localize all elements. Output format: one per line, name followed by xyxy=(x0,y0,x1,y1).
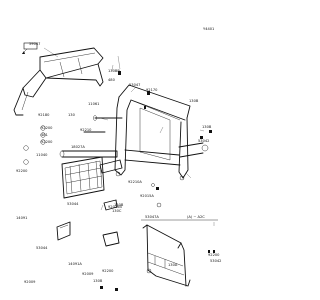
part-label: 130B xyxy=(189,99,199,103)
part-label: 11061 xyxy=(88,102,99,106)
parts-diagram: Y4401 xyxy=(13,27,221,291)
part-label: 480 xyxy=(108,78,116,82)
roll-bar-upper-frame xyxy=(13,47,104,116)
part-label: 18027A xyxy=(71,145,85,149)
part-label: 53042 xyxy=(198,139,209,143)
part-label: 11040 xyxy=(36,153,48,157)
part-label: 130BB xyxy=(108,69,120,73)
part-labels: 59047 130BB 480 53047 92170 11061 130B 9… xyxy=(16,42,221,284)
part-label: 92180 xyxy=(38,113,50,117)
part-label: 92009 xyxy=(24,280,36,284)
part-label: 130C xyxy=(112,209,122,213)
part-label: 53047 xyxy=(129,83,140,87)
part-label: 130A xyxy=(168,263,178,267)
page-code: Y4401 xyxy=(203,27,214,31)
part-label: 130B xyxy=(202,125,212,129)
part-label: 481 xyxy=(41,133,48,137)
detail-frame-a xyxy=(141,219,218,287)
rear-screen-panel xyxy=(61,156,105,199)
clamp-brackets xyxy=(56,199,120,247)
cross-bar xyxy=(59,150,123,174)
part-label: 92200 xyxy=(102,269,114,273)
part-label: 130 xyxy=(68,113,76,117)
part-label: 59047 xyxy=(29,42,40,46)
part-label: 92210A xyxy=(128,180,142,184)
part-label: 53042 xyxy=(210,259,221,263)
part-label: 130B xyxy=(114,203,124,207)
part-label: 53044 xyxy=(36,246,48,250)
part-label: 92170 xyxy=(146,88,158,92)
part-label: 53044 xyxy=(67,202,79,206)
part-label: 92200 xyxy=(208,253,220,257)
part-label: 92015A xyxy=(140,194,154,198)
part-label: 92200 xyxy=(41,126,53,130)
fasteners xyxy=(23,71,215,291)
part-label: 92200 xyxy=(41,140,53,144)
front-arrow-icon xyxy=(21,42,38,55)
detail-label: (A) ~ A2C xyxy=(187,215,205,219)
part-label: 92009 xyxy=(82,272,94,276)
part-label: 92200 xyxy=(16,169,28,173)
part-label: 14091A xyxy=(68,262,82,266)
part-label: 14091 xyxy=(16,216,27,220)
part-label: 130B xyxy=(93,279,103,283)
part-label: 53047A xyxy=(145,215,159,219)
leader-lines xyxy=(43,47,215,226)
part-label: 92015B xyxy=(108,205,122,209)
part-label: 92210 xyxy=(80,128,92,132)
